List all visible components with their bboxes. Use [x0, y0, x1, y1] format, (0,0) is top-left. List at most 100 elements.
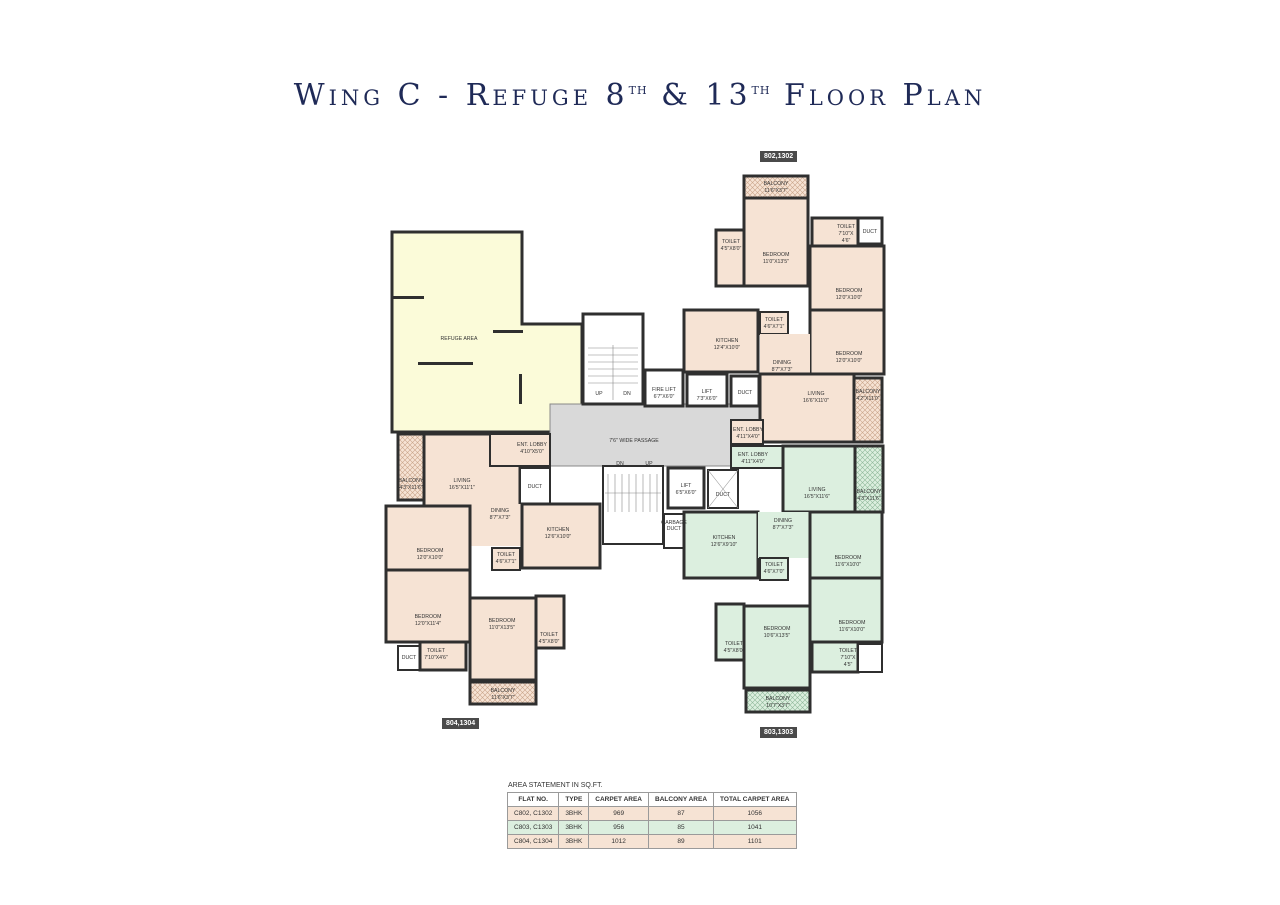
lbl-garbage2: DUCT — [667, 526, 682, 532]
top-ent-lobby — [730, 419, 764, 445]
lbl-t-toilet1-dim: 4'5"X8'0" — [721, 246, 742, 252]
lbl-l-entlobby: ENT. LOBBY — [517, 442, 548, 448]
top-toilet-3 — [759, 311, 789, 335]
lbl-t-balcony: BALCONY — [764, 181, 789, 187]
cell-type: 3BHK — [558, 806, 590, 821]
lbl-l-bed1-dim: 12'0"X10'0" — [417, 555, 444, 561]
lbl-l-duct: DUCT — [528, 484, 543, 490]
lbl-up2: UP — [645, 461, 653, 467]
right-toilet-3 — [810, 640, 860, 674]
flat-tag-top: 802,1302 — [760, 151, 798, 162]
lbl-l-bed2-dim: 12'0"X11'4" — [415, 621, 441, 627]
lbl-t-kitchen-dim: 12'4"X10'0" — [714, 345, 741, 351]
lbl-t-living-dim: 16'6"X11'0" — [803, 398, 829, 404]
lbl-l-balcony: BALCONY — [399, 478, 424, 484]
lbl-t-balcony2: BALCONY — [856, 389, 881, 395]
left-bedroom-3 — [468, 596, 538, 682]
lbl-r-bed1: BEDROOM — [835, 555, 862, 561]
lbl-t-bed2-dim: 12'0"X10'0" — [836, 295, 863, 301]
lbl-l-toilet3: TOILET — [427, 648, 446, 654]
lbl-duct2: DUCT — [716, 492, 731, 498]
lbl-r-living-dim: 16'5"X11'6" — [804, 494, 830, 500]
lbl-t-balcony2-dim: 4'2"X11'0" — [856, 396, 879, 402]
top-balcony — [742, 174, 810, 200]
lbl-l-entlobby-dim: 4'10"X5'0" — [520, 449, 544, 455]
lbl-l-toilet2: TOILET — [540, 632, 559, 638]
lbl-r-bed2: BEDROOM — [839, 620, 866, 626]
lbl-r-bed3-dim: 10'6"X13'5" — [764, 633, 791, 639]
lbl-r-toilet3: TOILET — [839, 648, 858, 654]
lbl-l-bed3: BEDROOM — [489, 618, 516, 624]
lbl-r-kitchen-dim: 12'6"X9'10" — [711, 542, 738, 548]
lift-2 — [666, 466, 706, 510]
right-toilet-1 — [759, 557, 789, 581]
right-duct-2 — [857, 643, 883, 673]
lbl-l-toilet1: TOILET — [497, 552, 516, 558]
lbl-duct1: DUCT — [738, 390, 753, 396]
lbl-r-balcony: BALCONY — [857, 489, 882, 495]
left-toilet-3 — [418, 640, 468, 672]
right-bedroom-3 — [742, 604, 812, 690]
refuge-wall-3 — [418, 362, 473, 365]
right-toilet-2 — [714, 602, 746, 662]
lbl-r-living: LIVING — [808, 487, 825, 493]
header-carpet-area: CARPET AREA — [588, 792, 650, 807]
fire-lift — [643, 368, 685, 408]
lbl-r-balcony2: BALCONY — [766, 696, 791, 702]
header-type: TYPE — [558, 792, 590, 807]
top-bedroom-2 — [808, 244, 886, 312]
lbl-lift1: LIFT — [702, 389, 713, 395]
lbl-r-entlobby-dim: 4'11"X4'0" — [741, 459, 764, 465]
cell-carpet-area: 956 — [588, 820, 650, 835]
top-dining — [760, 334, 810, 374]
cell-balcony-area: 89 — [648, 834, 715, 849]
lbl-r-kitchen: KITCHEN — [713, 535, 736, 541]
table-row: C804, C1304 3BHK 1012 89 1101 — [506, 834, 797, 849]
lbl-r-dining: DINING — [774, 518, 792, 524]
cell-balcony-area: 85 — [648, 820, 715, 835]
right-balcony-2 — [744, 688, 812, 714]
lbl-t-toilet2: TOILET — [837, 224, 856, 230]
left-toilet-2 — [534, 594, 566, 650]
stair-bottom-treads — [605, 474, 661, 512]
lbl-l-balcony2: BALCONY — [491, 688, 516, 694]
lbl-r-balcony-dim: 4'3"X11'6" — [857, 496, 880, 502]
cell-carpet-area: 1012 — [588, 834, 650, 849]
lbl-t-bed1: BEDROOM — [763, 252, 790, 258]
lbl-r-balcony2-dim: 10'7"X3'7" — [766, 703, 790, 709]
lbl-l-dining-dim: 8'7"X7'3" — [490, 515, 511, 521]
top-living — [758, 372, 856, 444]
lbl-t-bed3: BEDROOM — [836, 351, 863, 357]
lbl-r-toilet1-dim: 4'6"X7'0" — [764, 569, 785, 575]
flat-tag-left: 804,1304 — [442, 718, 480, 729]
cell-flat-no: C804, C1304 — [506, 834, 560, 849]
lbl-t-living: LIVING — [807, 391, 824, 397]
lbl-refuge: REFUGE AREA — [441, 336, 478, 342]
lbl-t-entlobby: ENT. LOBBY — [733, 427, 764, 433]
lbl-dn2: DN — [616, 461, 624, 467]
table-row: C802, C1302 3BHK 969 87 1056 — [506, 806, 797, 821]
cell-type: 3BHK — [558, 834, 590, 849]
cell-carpet-area: 969 — [588, 806, 650, 821]
cell-type: 3BHK — [558, 820, 590, 835]
lbl-garbage: GARBAGE — [661, 520, 687, 526]
left-bedroom-1 — [384, 504, 472, 572]
stair-top-treads — [588, 345, 638, 400]
title-sup-1: th — [628, 79, 648, 98]
header-balcony-area: BALCONY AREA — [648, 792, 715, 807]
lbl-r-toilet2-dim: 4'5"X8'0" — [724, 648, 745, 654]
right-living — [781, 444, 857, 514]
top-kitchen — [682, 308, 760, 374]
cell-total-carpet-area: 1101 — [713, 834, 797, 849]
lbl-l-duct2: DUCT — [402, 655, 417, 661]
lbl-l-toilet3-dim: 7'10"X4'6" — [424, 655, 448, 661]
title-mid: & 13 — [647, 78, 752, 113]
lbl-l-living: LIVING — [453, 478, 470, 484]
cell-flat-no: C803, C1303 — [506, 820, 560, 835]
title-end: Floor Plan — [770, 78, 987, 113]
table-header-row: FLAT NO. TYPE CARPET AREA BALCONY AREA T… — [506, 792, 797, 807]
lbl-r-bed1-dim: 11'6"X10'0" — [835, 562, 861, 568]
lbl-l-balcony-dim: 4'3"X11'6" — [399, 485, 422, 491]
title-sup-2: th — [751, 79, 771, 98]
